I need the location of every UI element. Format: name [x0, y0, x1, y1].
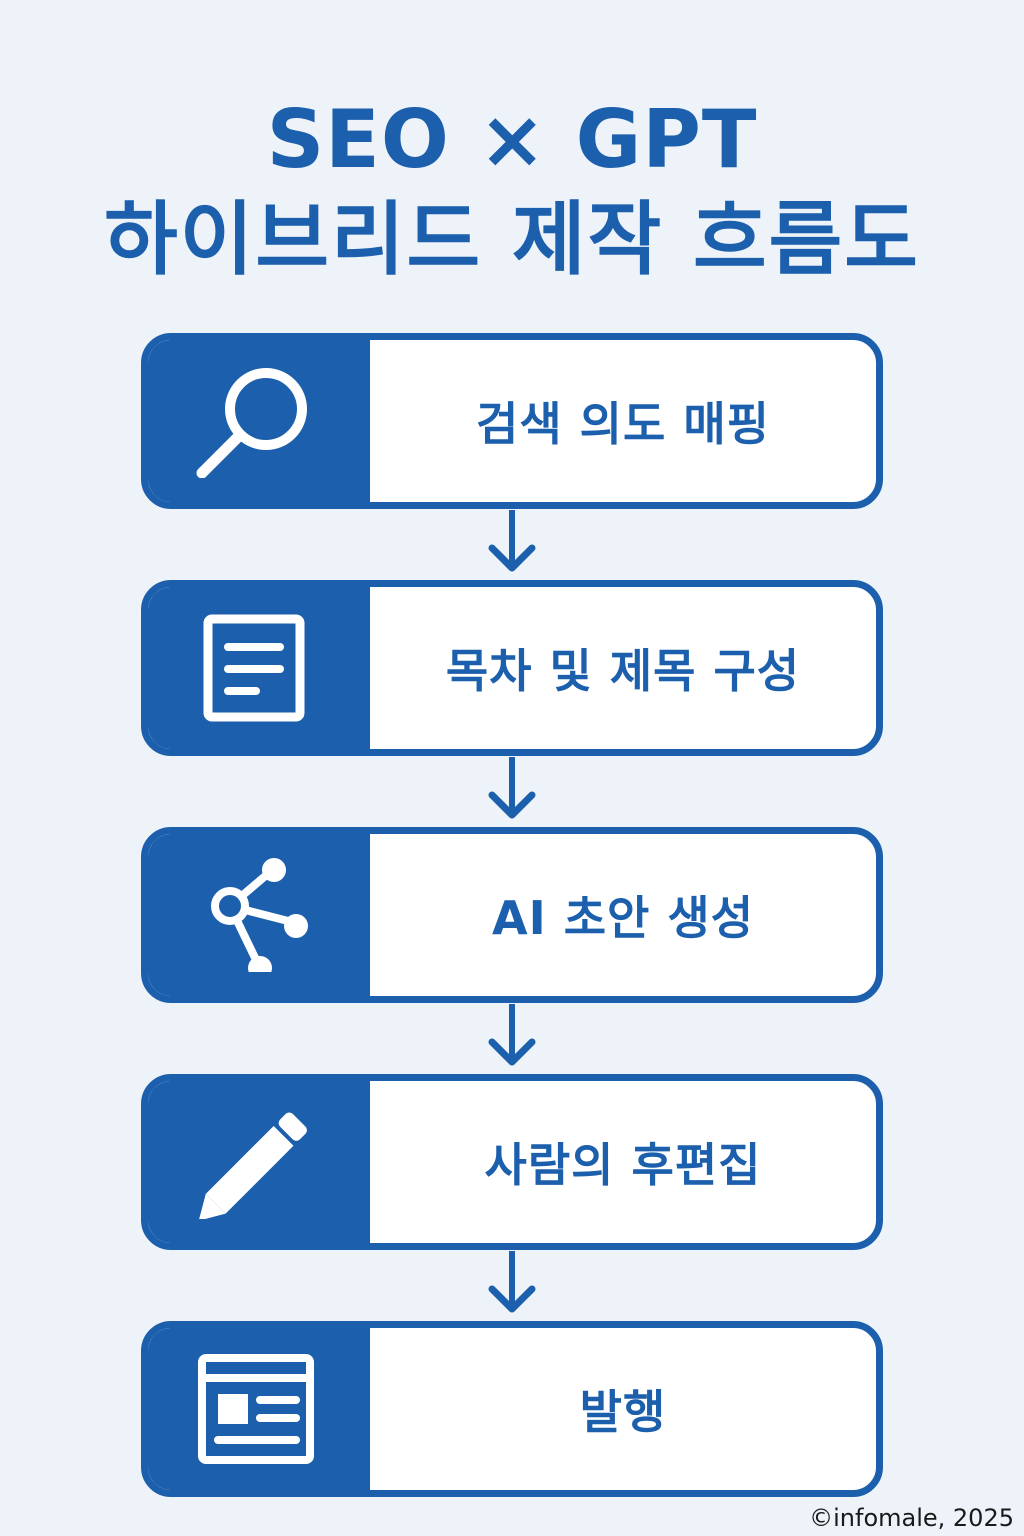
- step-icon-panel: [148, 1328, 370, 1490]
- step-box-human-edit: 사람의 후편집: [141, 1074, 883, 1250]
- step-icon-panel: [148, 340, 370, 502]
- newspaper-icon: [198, 1354, 314, 1464]
- step-label: 목차 및 제목 구성: [445, 644, 801, 698]
- step-box-ai-draft: AI 초안 생성: [141, 827, 883, 1003]
- step-label: AI 초안 생성: [491, 891, 755, 945]
- share-network-icon: [211, 858, 308, 972]
- step-label: 발행: [579, 1385, 667, 1439]
- step-icon-panel: [148, 1081, 370, 1243]
- copyright-footer: ©infomale, 2025: [809, 1504, 1014, 1532]
- document-icon: [203, 614, 305, 722]
- step-box-toc-title: 목차 및 제목 구성: [141, 580, 883, 756]
- arrow-down-icon: [488, 1004, 536, 1066]
- search-icon: [196, 368, 307, 478]
- title-line-2: 하이브리드 제작 흐름도: [104, 193, 920, 286]
- arrow-down-icon: [488, 510, 536, 572]
- step-box-publish: 발행: [141, 1321, 883, 1497]
- step-label: 사람의 후편집: [484, 1138, 762, 1192]
- step-icon-panel: [148, 834, 370, 996]
- step-icon-panel: [148, 587, 370, 749]
- step-box-search-intent: 검색 의도 매핑: [141, 333, 883, 509]
- title-line-1: SEO × GPT: [266, 93, 758, 186]
- arrow-down-icon: [488, 757, 536, 819]
- step-label: 검색 의도 매핑: [476, 397, 770, 451]
- pencil-icon: [198, 1112, 307, 1219]
- arrow-down-icon: [488, 1251, 536, 1313]
